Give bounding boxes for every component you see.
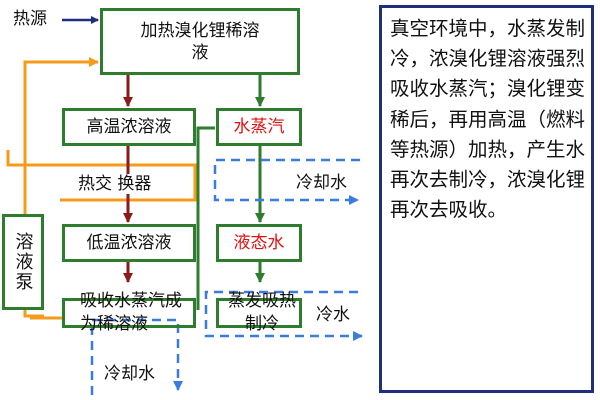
heat-source-label: 热源 (13, 9, 47, 29)
cooling-water-bottom-label: 冷却水 (104, 364, 155, 384)
water-vapor-text: 水蒸汽 (233, 117, 285, 137)
heat-exchanger-label: 热交 换器 (78, 174, 152, 194)
high-temp-solution-text: 高温浓溶液 (86, 117, 172, 137)
cooling-water-bottom (90, 318, 183, 395)
cold-water-loop (204, 290, 363, 341)
water-vapor-box: 水蒸汽 (216, 108, 302, 146)
orange-return-loop (23, 57, 99, 318)
green-vapor-to-absorber (196, 126, 215, 310)
low-temp-solution-box: 低温浓溶液 (62, 224, 196, 262)
explanation-panel: 真空环境中，水蒸发制冷，浓溴化锂溶液强烈吸收水蒸汽；溴化锂变稀后，再用高温（燃料… (379, 5, 594, 393)
absorber-box (62, 298, 196, 328)
generator-box: 加热溴化锂稀溶液 (100, 8, 300, 75)
solution-pump-text: 溶液泵 (12, 232, 34, 292)
liquid-water-box: 液态水 (216, 224, 302, 262)
liquid-water-text: 液态水 (233, 233, 285, 253)
generator-text: 加热溴化锂稀溶液 (140, 20, 260, 63)
high-temp-solution-box: 高温浓溶液 (62, 108, 196, 146)
cooling-water-top-loop (213, 158, 360, 205)
evaporator-box (216, 298, 302, 328)
cooling-water-top-label: 冷却水 (296, 173, 347, 193)
cold-water-label: 冷水 (316, 305, 350, 325)
solution-pump-box: 溶液泵 (2, 214, 44, 310)
low-temp-solution-text: 低温浓溶液 (86, 233, 172, 253)
evaporator-text: 蒸发吸热制冷 (228, 291, 296, 334)
explanation-text: 真空环境中，水蒸发制冷，浓溴化锂溶液强烈吸收水蒸汽；溴化锂变稀后，再用高温（燃料… (390, 17, 586, 222)
absorber-text: 吸收水蒸汽成为稀溶液 (80, 291, 182, 334)
